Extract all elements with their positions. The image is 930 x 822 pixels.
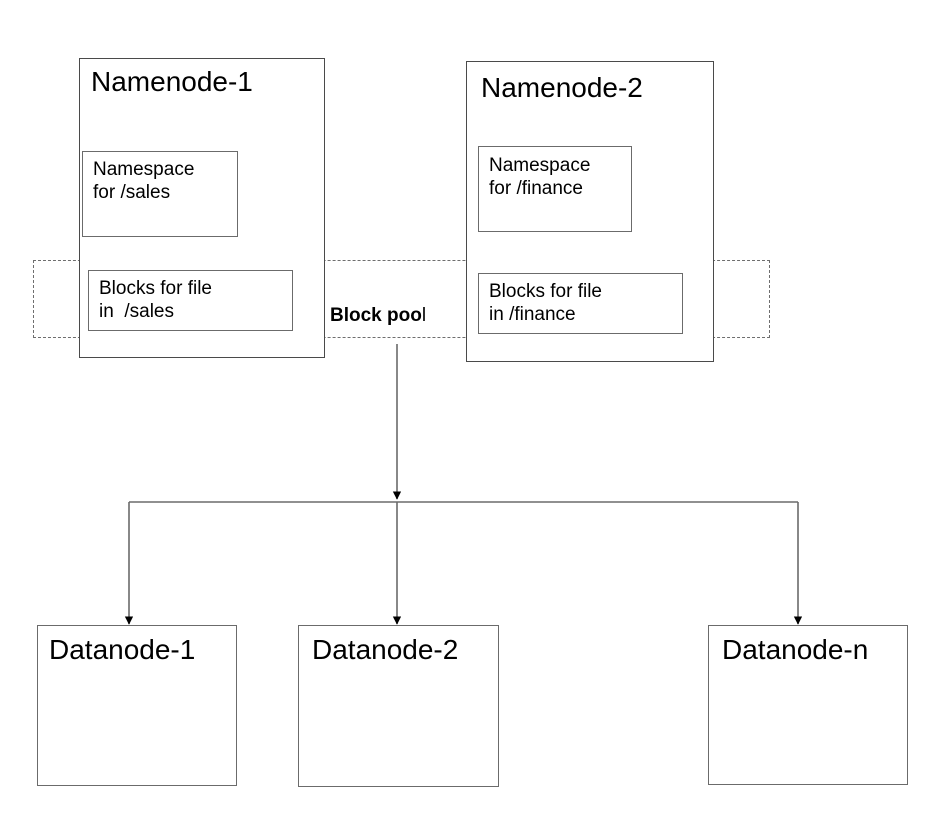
datanode-1-title: Datanode-1 <box>49 634 196 665</box>
datanode-1-box[interactable] <box>37 625 237 786</box>
namenode-2-blocks-box[interactable] <box>478 273 683 334</box>
namenode-2-namespace-box[interactable] <box>478 146 632 232</box>
namenode-1-blocks-label: Blocks for file in /sales <box>99 278 212 323</box>
namenode-1-namespace-box[interactable] <box>82 151 238 237</box>
namenode-2-blocks-label: Blocks for file in /finance <box>489 281 602 326</box>
block-pool-label: Block pool <box>330 305 426 327</box>
namenode-1-namespace-label: Namespace for /sales <box>93 159 195 204</box>
datanode-n-title: Datanode-n <box>722 634 869 665</box>
datanode-2-title: Datanode-2 <box>312 634 459 665</box>
datanode-2-box[interactable] <box>298 625 499 787</box>
block-pool-label-bold: Block poo <box>330 305 422 326</box>
block-pool-region <box>33 260 770 338</box>
datanode-n-box[interactable] <box>708 625 908 785</box>
namenode-1-title: Namenode-1 <box>91 66 253 97</box>
block-pool-label-tail: l <box>421 305 427 326</box>
namenode-1-blocks-box[interactable] <box>88 270 293 331</box>
namenode-2-namespace-label: Namespace for /finance <box>489 155 591 200</box>
namenode-2-title: Namenode-2 <box>481 72 643 103</box>
